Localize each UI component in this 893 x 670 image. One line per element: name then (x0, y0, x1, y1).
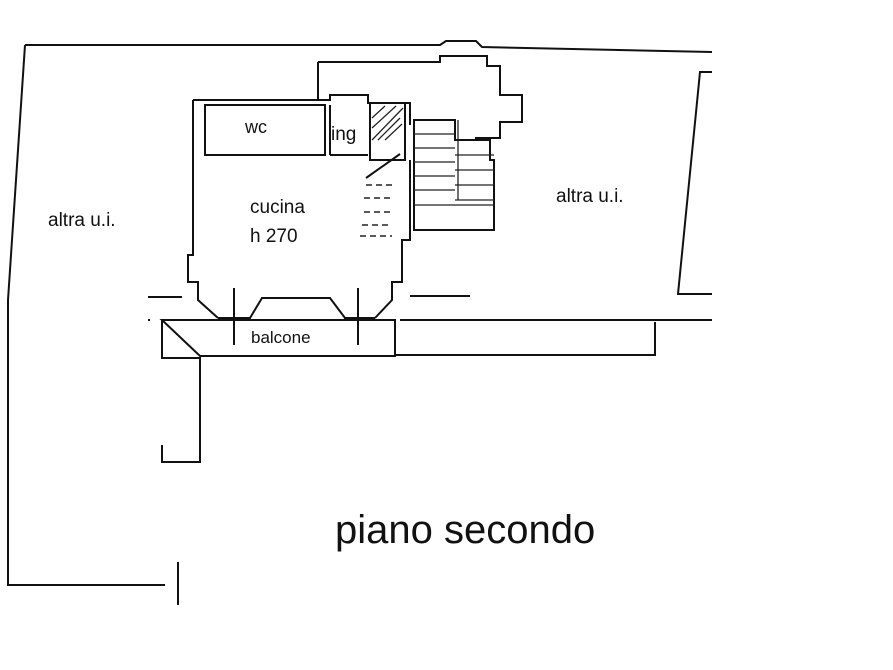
entrance-partition (329, 105, 368, 156)
balcony-return (161, 320, 201, 463)
kitchen-window-opening (218, 297, 375, 319)
staircase (360, 102, 495, 237)
right-unit-wall (676, 71, 712, 295)
kitchen-height-label: h 270 (250, 226, 298, 247)
entrance-label: ing (331, 124, 357, 145)
floor-title: piano secondo (335, 508, 596, 552)
floor-line (148, 295, 712, 321)
kitchen-walls (187, 94, 411, 319)
stair-block-outline (317, 55, 523, 139)
left-unit-label: altra u.i. (48, 210, 116, 231)
balcony-outline (159, 319, 656, 357)
kitchen-label: cucina (250, 197, 305, 218)
right-unit-label: altra u.i. (556, 186, 624, 207)
left-outer-wall (7, 44, 165, 586)
wc-room (204, 104, 326, 156)
wc-label: wc (245, 117, 267, 137)
outer-wall (25, 40, 713, 53)
balcony-doors (148, 288, 372, 345)
balcony-label: balcone (251, 328, 311, 347)
